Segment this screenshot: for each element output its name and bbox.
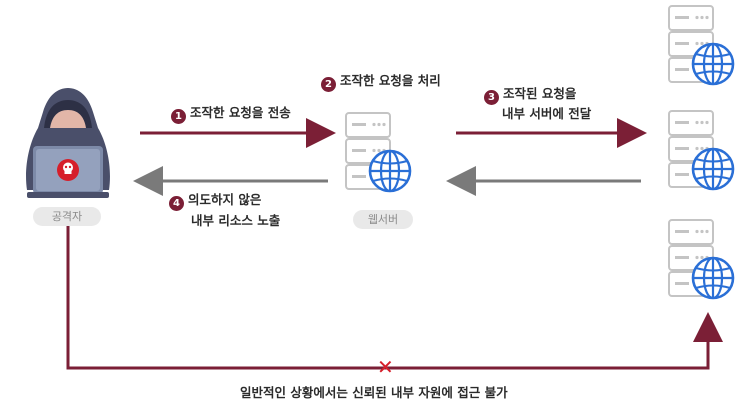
step3-badge: 3 [484,90,499,105]
step1-label: 1 조작한 요청을 전송 [171,105,291,124]
internal-server-icon [667,109,735,191]
web-server-icon [344,111,412,193]
step3-label: 3 조작된 요청을 [484,86,576,105]
blocked-note: 일반적인 상황에서는 신뢰된 내부 자원에 접근 불가 [240,385,508,400]
step1-text: 조작한 요청을 전송 [190,105,291,120]
step4-label: 4 의도하지 않은 [169,192,261,211]
internal-server-icon [667,4,735,86]
step4-line2: 내부 리소스 노출 [191,213,281,228]
attacker-label: 공격자 [33,207,101,226]
step1-badge: 1 [171,109,186,124]
webserver-label: 웹서버 [353,210,413,229]
blocked-x-icon: ✕ [377,355,394,379]
step2-label: 2 조작한 요청을 처리 [321,73,441,92]
step2-text: 조작한 요청을 처리 [340,73,441,88]
step4-line1: 의도하지 않은 [188,192,262,207]
step4-badge: 4 [169,196,184,211]
step3-line1: 조작된 요청을 [503,86,577,101]
step2-badge: 2 [321,77,336,92]
step3-line2: 내부 서버에 전달 [502,106,592,121]
blocked-path-arrow [66,222,723,370]
hacker-icon [26,88,110,198]
internal-server-icon [667,218,735,300]
